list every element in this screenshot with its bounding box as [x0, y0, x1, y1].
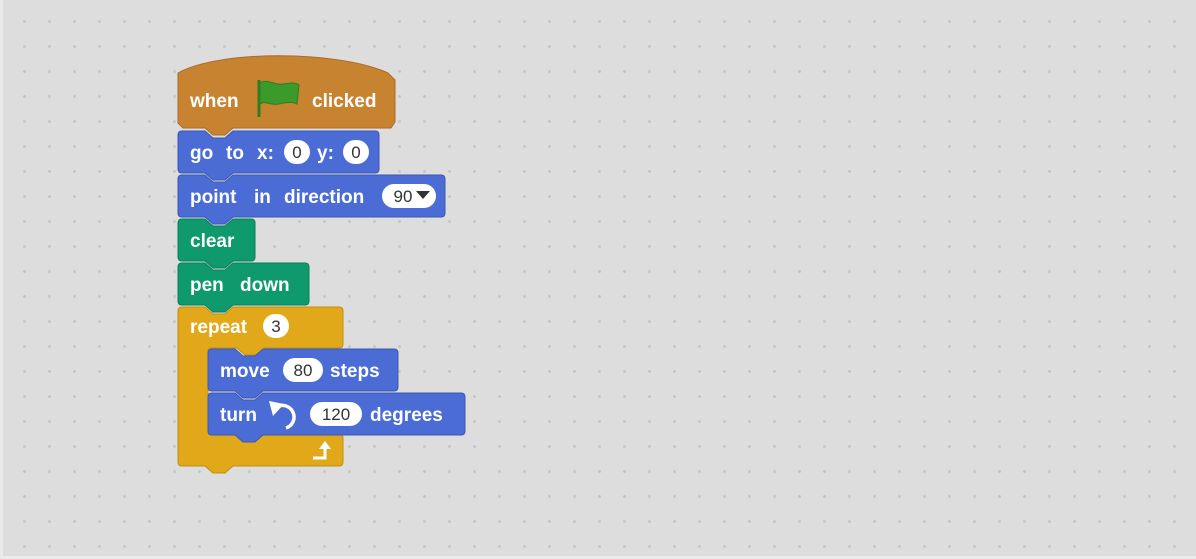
- dropdown-arrow-icon[interactable]: [416, 191, 430, 199]
- hat-label-when: when: [189, 91, 239, 112]
- pen-label-pen: pen: [190, 275, 224, 296]
- steps-value-text: 80: [294, 361, 313, 380]
- degrees-value-input[interactable]: 120: [310, 402, 362, 426]
- steps-value-input[interactable]: 80: [283, 358, 323, 382]
- green-flag-icon[interactable]: [257, 80, 300, 117]
- point-label-in: in: [254, 187, 271, 208]
- x-value-input[interactable]: 0: [284, 140, 310, 164]
- turn-degrees-block[interactable]: turn 120 degrees: [207, 392, 466, 443]
- hat-label-clicked: clicked: [312, 91, 376, 112]
- move-label-steps: steps: [330, 361, 380, 382]
- clear-label: clear: [190, 231, 235, 252]
- when-flag-clicked-block[interactable]: when clicked: [177, 55, 396, 136]
- move-label-move: move: [220, 361, 270, 382]
- rotate-left-icon: [269, 401, 296, 430]
- script-stack[interactable]: when clicked go to x: 0 y: 0: [3, 0, 1196, 559]
- loop-arrow-icon: [313, 441, 331, 460]
- move-steps-block[interactable]: move 80 steps: [207, 348, 399, 399]
- goto-label-go: go: [190, 143, 213, 164]
- point-label-point: point: [190, 187, 237, 208]
- direction-dropdown[interactable]: 90: [382, 184, 436, 208]
- direction-value-text: 90: [394, 187, 413, 206]
- clear-block[interactable]: clear: [177, 218, 256, 269]
- repeat-count-input[interactable]: 3: [263, 314, 289, 338]
- goto-label-y: y:: [317, 143, 334, 164]
- y-value-input[interactable]: 0: [343, 140, 369, 164]
- repeat-label: repeat: [190, 317, 248, 338]
- turn-label-turn: turn: [220, 405, 257, 426]
- repeat-block[interactable]: repeat 3: [177, 306, 344, 474]
- point-in-direction-block[interactable]: point in direction 90: [177, 174, 446, 225]
- pen-label-down: down: [240, 275, 290, 296]
- pen-down-block[interactable]: pen down: [177, 262, 310, 313]
- x-value-text: 0: [292, 143, 301, 162]
- go-to-xy-block[interactable]: go to x: 0 y: 0: [177, 130, 380, 181]
- goto-label-to: to: [226, 143, 244, 164]
- repeat-count-text: 3: [271, 317, 280, 336]
- y-value-text: 0: [351, 143, 360, 162]
- goto-label-x: x:: [257, 143, 274, 164]
- degrees-value-text: 120: [322, 405, 350, 424]
- point-label-direction: direction: [284, 187, 364, 208]
- turn-label-degrees: degrees: [370, 405, 443, 426]
